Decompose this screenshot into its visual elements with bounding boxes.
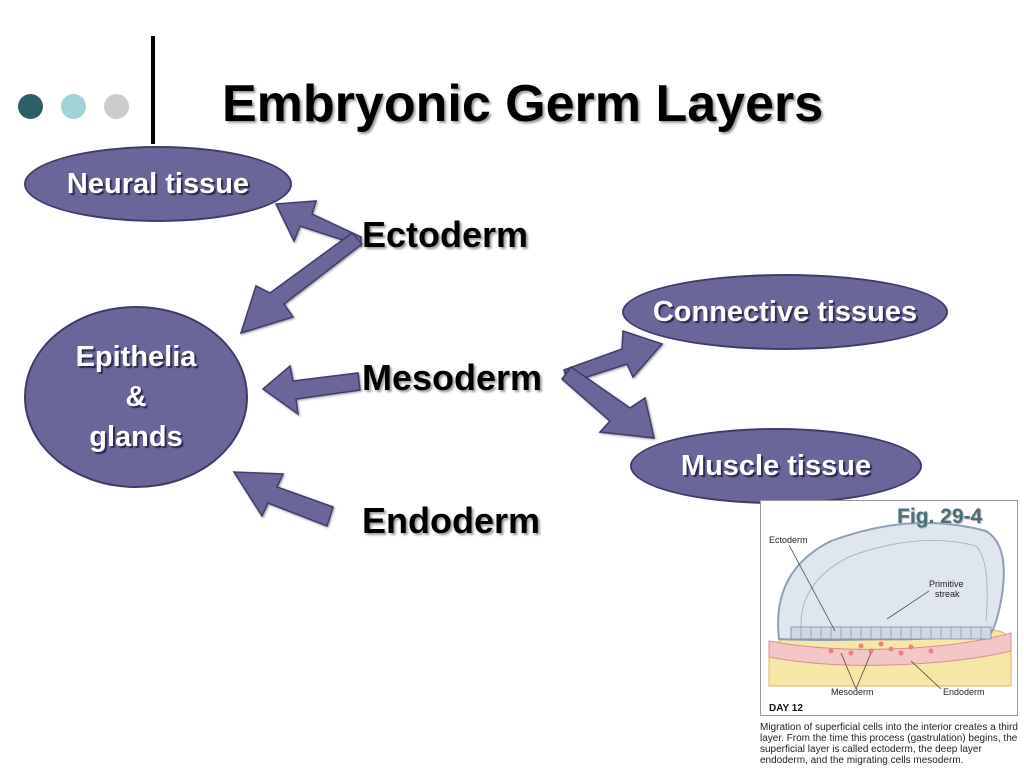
neural-tissue-label: Neural tissue [66,167,250,200]
connective-tissues-node: Connective tissues [622,274,948,350]
arrow-meso-to-muscle [560,365,655,439]
fig-day-label: DAY 12 [769,703,803,714]
fig-mesoderm-label: Mesoderm [831,687,874,697]
epithelia-label-line2: & [125,381,147,413]
muscle-tissue-label: Muscle tissue [680,449,872,482]
bullet-dot-gray [104,94,129,119]
bullet-dot-teal [61,94,86,119]
arrow-endo-to-epithelia [232,471,334,527]
fig-primitive-label-2: streak [935,589,960,599]
page-title: Embryonic Germ Layers [222,75,824,133]
figure-number: Fig. 29-4 [897,505,983,528]
epithelia-glands-node: Epithelia & glands [24,306,248,488]
bullet-dot-dark [18,94,43,119]
mesoderm-label: Mesoderm [362,357,543,398]
epithelia-label-line1: Epithelia [75,341,197,373]
endoderm-label: Endoderm [362,500,541,541]
arrow-ecto-to-epithelia [239,231,364,335]
ectoderm-label: Ectoderm [362,214,529,255]
neural-tissue-node: Neural tissue [24,146,292,222]
connective-tissues-label: Connective tissues [652,295,918,328]
fig-primitive-label-1: Primitive [929,579,964,589]
fig-ectoderm-label: Ectoderm [769,535,808,545]
figure-caption: Migration of superficial cells into the … [760,722,1018,766]
epithelia-label-line3: glands [89,421,183,453]
fig-endoderm-label: Endoderm [943,687,985,697]
muscle-tissue-node: Muscle tissue [630,428,922,504]
figure-inset: Ectoderm Primitive streak Mesoderm Endod… [760,500,1018,716]
embryo-illustration: Ectoderm Primitive streak Mesoderm Endod… [768,522,1012,714]
arrow-meso-to-epithelia [261,364,361,416]
title-divider [151,36,155,144]
